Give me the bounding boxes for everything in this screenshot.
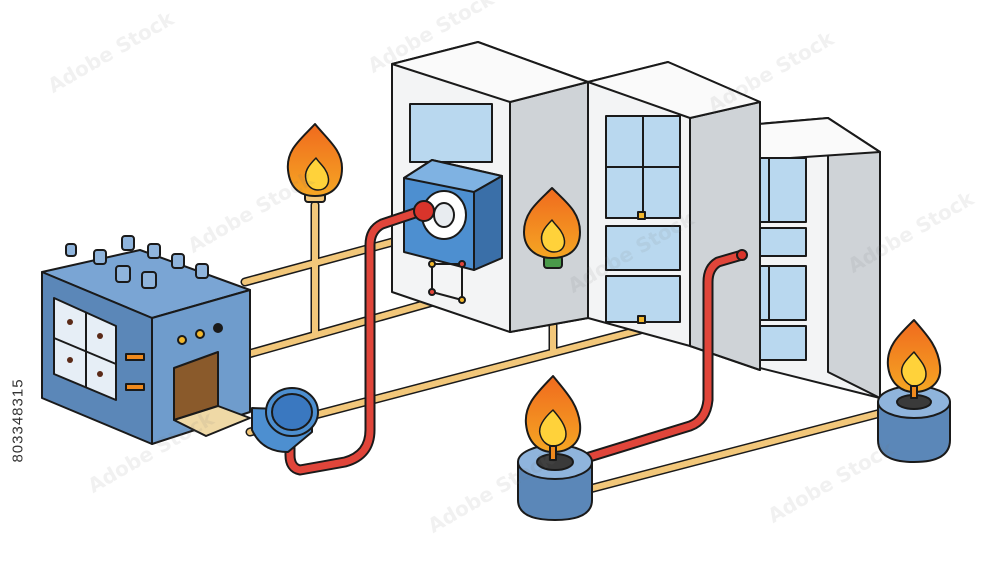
stock-id-text: 803348315	[9, 377, 27, 463]
tank-icon	[251, 387, 319, 453]
boiler-icon	[41, 235, 251, 445]
flame-icon	[286, 123, 343, 203]
hot-water-pipes	[284, 200, 748, 476]
stock-id-label: 803348315	[4, 320, 32, 520]
server-cabinet-2	[587, 61, 761, 371]
burner-icon	[517, 375, 593, 521]
flame-icon	[523, 187, 581, 269]
burner-icon	[877, 319, 951, 463]
control-box-icon	[403, 159, 503, 304]
